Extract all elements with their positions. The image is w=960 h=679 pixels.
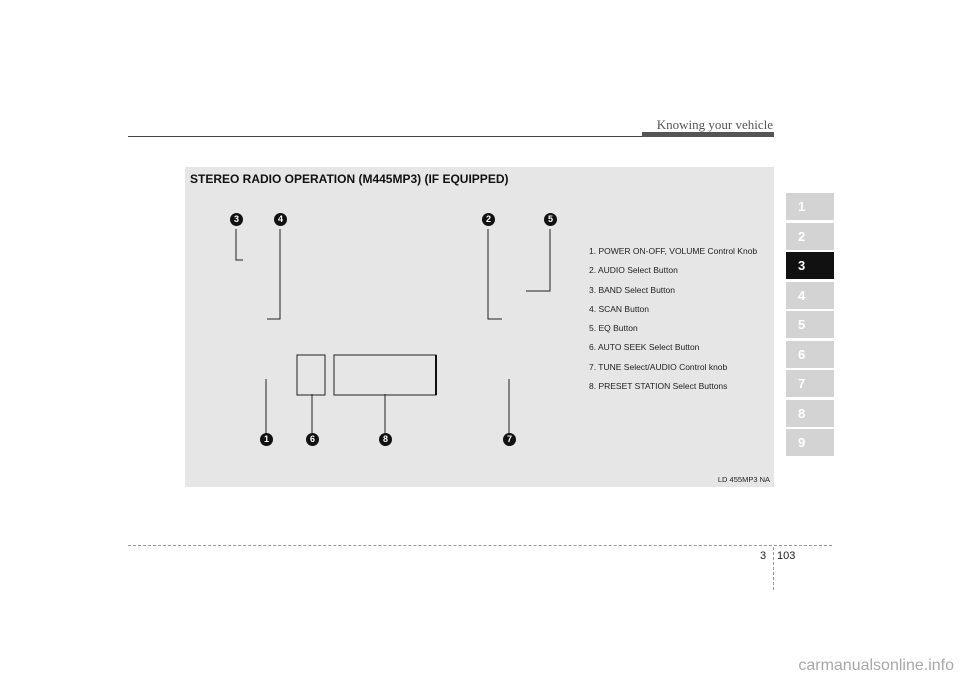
leader-line-4	[267, 229, 281, 320]
chapter-tab-4[interactable]: 4	[786, 281, 834, 309]
chapter-tab-2[interactable]: 2	[786, 222, 834, 250]
callout-1: 1	[260, 433, 273, 446]
legend-item: 3. BAND Select Button	[589, 284, 675, 295]
chapter-tab-5[interactable]: 5	[786, 311, 834, 338]
legend-item: 5. EQ Button	[589, 323, 638, 334]
legend-item: 2. AUDIO Select Button	[589, 265, 678, 276]
header-rule	[128, 136, 642, 137]
leader-line-5	[526, 229, 551, 292]
callout-3: 3	[230, 213, 243, 226]
callout-6: 6	[306, 433, 319, 446]
preset-buttons-outline	[333, 354, 437, 396]
callout-2: 2	[482, 213, 495, 226]
leader-line-2	[487, 229, 502, 320]
radio-diagram-panel: STEREO RADIO OPERATION (M445MP3) (IF EQU…	[185, 167, 774, 487]
legend-item: 1. POWER ON-OFF, VOLUME Control Knob	[589, 246, 758, 256]
section-title: Knowing your vehicle	[656, 117, 773, 132]
footer-divider	[773, 547, 774, 590]
chapter-tabs: 1 2 3 4 5 6 7 8 9	[786, 193, 834, 459]
footer-rule	[128, 545, 832, 546]
legend-item: 4. SCAN Button	[589, 303, 650, 314]
legend-item: 7. TUNE Select/AUDIO Control knob	[589, 361, 728, 372]
chapter-tab-7[interactable]: 7	[786, 370, 834, 397]
legend-item: 8. PRESET STATION Select Buttons	[589, 381, 728, 392]
page-number: 103	[777, 550, 796, 562]
leader-line-3	[235, 229, 243, 261]
radio-diagram	[235, 229, 551, 433]
image-code: LD 455MP3 NA	[717, 475, 770, 484]
seek-button-outline	[296, 354, 326, 396]
legend-item: 6. AUTO SEEK Select Button	[589, 342, 700, 353]
chapter-tab-3[interactable]: 3	[786, 252, 834, 279]
chapter-tab-1[interactable]: 1	[786, 193, 834, 220]
callout-7: 7	[503, 433, 516, 446]
watermark: carmanualsonline.info	[798, 657, 954, 674]
chapter-tab-6[interactable]: 6	[786, 340, 834, 368]
chapter-tab-9[interactable]: 9	[786, 429, 834, 456]
chapter-tab-8[interactable]: 8	[786, 399, 834, 427]
callout-8: 8	[379, 433, 392, 446]
legend-list: 1. POWER ON-OFF, VOLUME Control Knob 2. …	[589, 242, 757, 396]
callout-5: 5	[544, 213, 557, 226]
callout-4: 4	[274, 213, 287, 226]
header-rule-accent	[642, 132, 774, 137]
panel-title: STEREO RADIO OPERATION (M445MP3) (IF EQU…	[190, 172, 509, 186]
page-chapter-number: 3	[760, 550, 767, 562]
